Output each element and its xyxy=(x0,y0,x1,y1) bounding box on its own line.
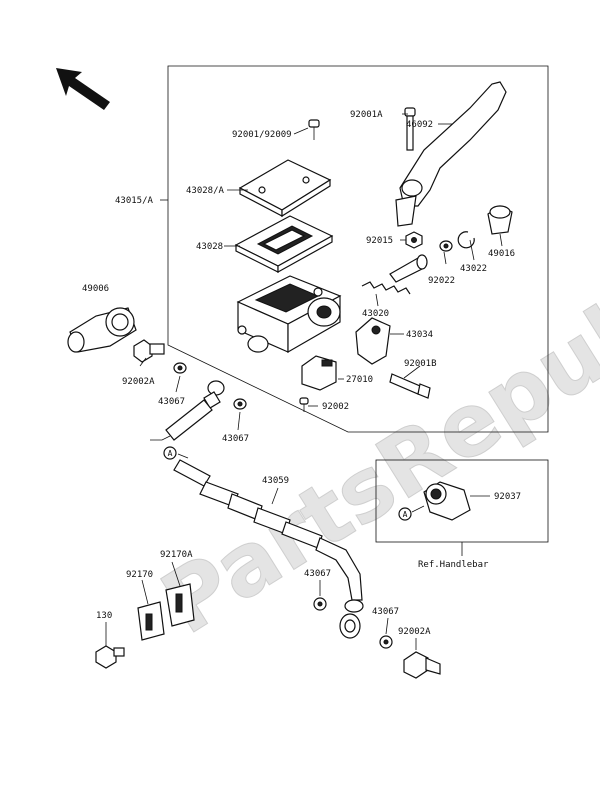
label-43022: 43022 xyxy=(460,264,487,274)
pivot-bolt xyxy=(404,107,416,151)
label-92170a: 92170A xyxy=(160,550,193,560)
banjo-cap-49006 xyxy=(67,307,137,353)
screw-92002 xyxy=(299,397,309,412)
piston-assembly xyxy=(361,254,428,295)
reservoir-cap xyxy=(238,159,332,218)
label-92002a-top: 92002A xyxy=(122,377,155,387)
marker-a-label: A xyxy=(403,510,408,519)
label-92170: 92170 xyxy=(126,570,153,580)
label-130: 130 xyxy=(96,611,112,621)
label-49006: 49006 xyxy=(82,284,109,294)
handlebar-clamp-92037 xyxy=(423,481,471,521)
label-92002a-bottom: 92002A xyxy=(398,627,431,637)
label-43059: 43059 xyxy=(262,476,289,486)
label-43028: 43028 xyxy=(196,242,223,252)
label-46092: 46092 xyxy=(406,120,433,130)
label-92022: 92022 xyxy=(428,276,455,286)
label-43015a: 43015/A xyxy=(115,196,154,206)
label-27010: 27010 xyxy=(346,375,373,385)
label-92001a: 92001A xyxy=(350,110,383,120)
label-43034: 43034 xyxy=(406,330,433,340)
cap-screw xyxy=(308,119,320,140)
label-ref-handlebar: Ref.Handlebar xyxy=(418,560,489,570)
label-92001-92009: 92001/92009 xyxy=(232,130,292,140)
label-49016: 49016 xyxy=(488,249,515,259)
leader-lines xyxy=(105,113,503,650)
watermark: PartsRepublik xyxy=(145,209,600,654)
label-43067-d: 43067 xyxy=(372,607,399,617)
washer-92022 xyxy=(439,240,453,252)
brake-switch-27010 xyxy=(301,355,337,391)
label-43028a: 43028/A xyxy=(186,186,225,196)
front-direction-arrow-icon xyxy=(56,68,110,110)
assembly-frame xyxy=(167,65,549,433)
label-92037: 92037 xyxy=(494,492,521,502)
clamp-92170a xyxy=(165,583,195,627)
label-92002: 92002 xyxy=(322,402,349,412)
label-43020: 43020 xyxy=(362,309,389,319)
dust-boot-49016 xyxy=(487,205,513,235)
marker-a-label: A xyxy=(168,449,173,458)
connector-a-marker-hose: A xyxy=(163,446,177,460)
switch-bracket-43034 xyxy=(355,317,391,365)
banjo-bolt-top xyxy=(133,339,165,363)
bolt-130 xyxy=(95,645,125,669)
label-43067-a: 43067 xyxy=(158,397,185,407)
label-43067-c: 43067 xyxy=(304,569,331,579)
label-43067-b: 43067 xyxy=(222,434,249,444)
brake-hose xyxy=(150,380,364,639)
bolt-92001b xyxy=(389,373,431,399)
label-92015: 92015 xyxy=(366,236,393,246)
diaphragm xyxy=(234,215,334,274)
clamp-92170 xyxy=(137,601,165,641)
lever-nut xyxy=(405,231,423,249)
banjo-bolt-bottom xyxy=(403,651,441,679)
connector-a-marker-handlebar: A xyxy=(398,507,412,521)
label-92001b: 92001B xyxy=(404,359,437,369)
circlip-43022 xyxy=(457,231,475,249)
master-cylinder-body xyxy=(236,275,342,354)
brake-lever xyxy=(395,81,507,227)
